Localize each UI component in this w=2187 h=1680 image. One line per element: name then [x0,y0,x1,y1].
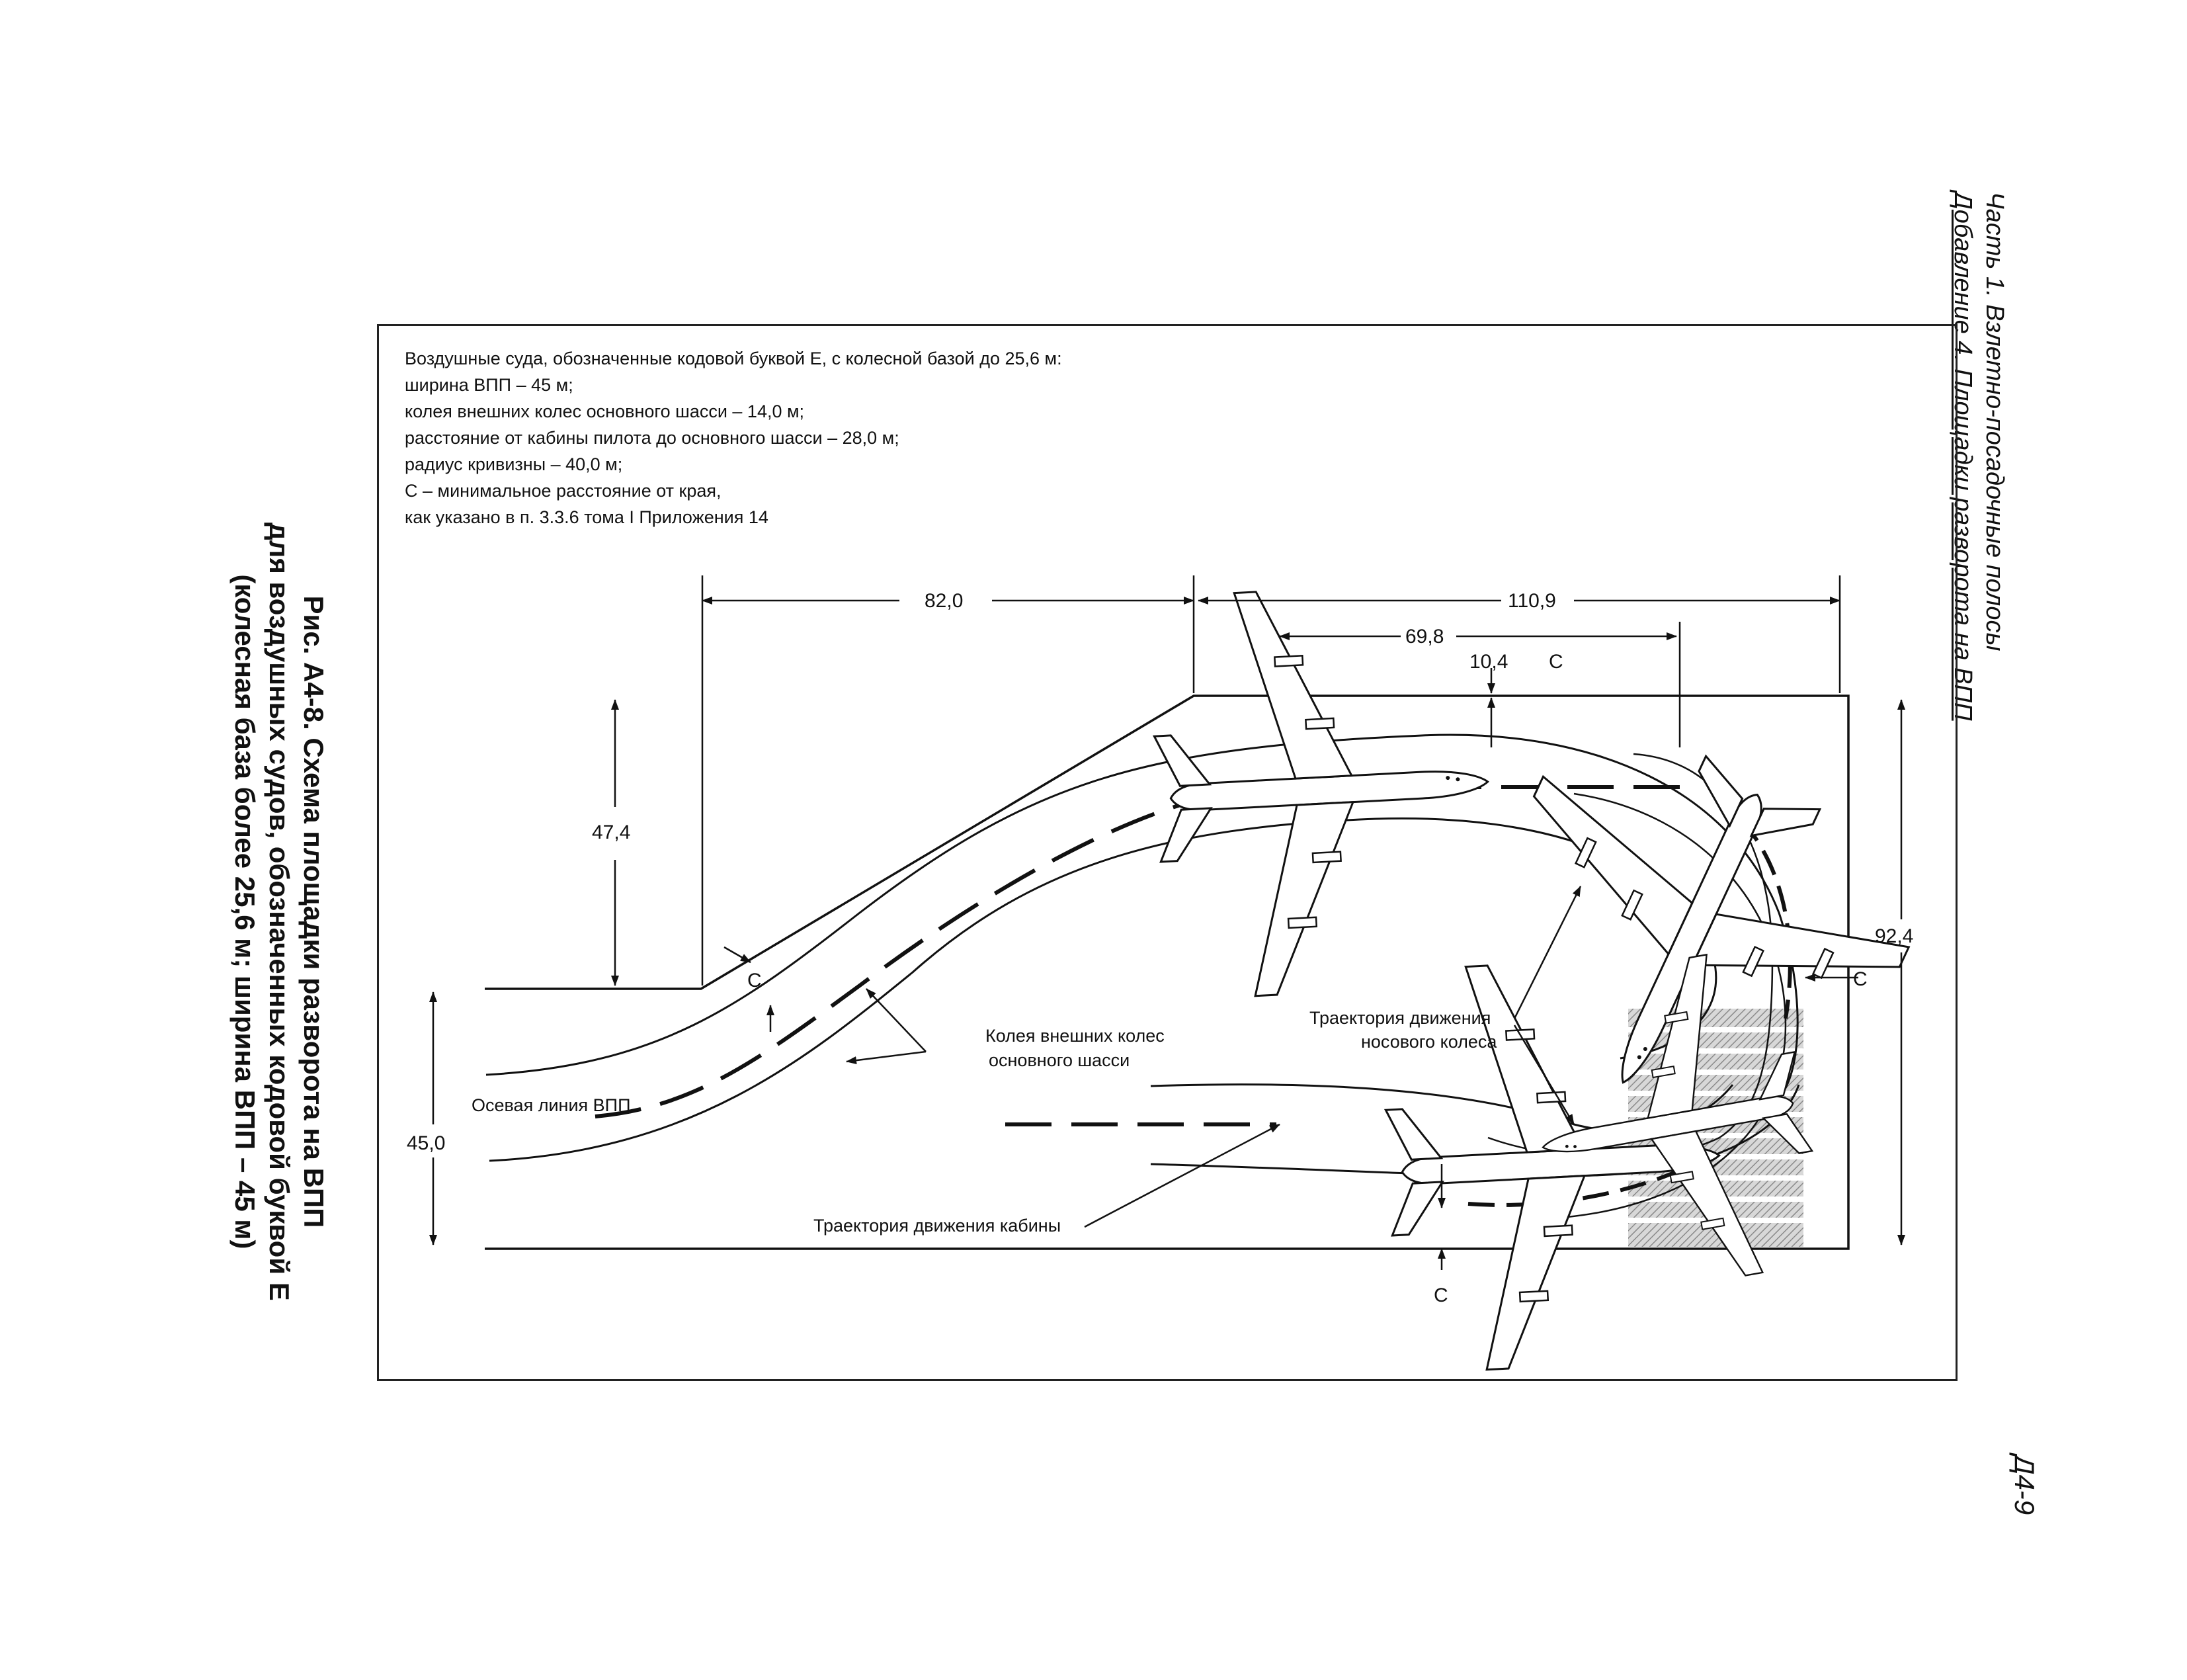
nose-arc-lower [1467,1162,1694,1207]
pavement-edges [485,694,1850,1250]
dimension-lines [429,575,1905,1270]
note-line: С – минимальное расстояние от края, [405,481,722,501]
label-centerline: Осевая линия ВПП [472,1095,630,1115]
note-line: ширина ВПП – 45 м; [405,375,573,395]
cockpit-loop [1567,792,1787,1218]
dim-47-4: 47,4 [592,821,630,843]
label-nose-path-1: Траектория движения [1309,1008,1491,1028]
label-gear-track-2: основного шасси [989,1050,1130,1070]
pavement-edge-north [485,694,1850,1250]
dim-69-8: 69,8 [1405,626,1444,648]
dim-c-bottom: C [1434,1284,1448,1306]
label-cockpit-path: Траектория движения кабины [813,1216,1061,1236]
note-line: как указано в п. 3.3.6 тома I Приложения… [405,507,768,527]
note-line: радиус кривизны – 40,0 м; [405,454,623,474]
dim-45-0: 45,0 [407,1132,445,1154]
figure-frame [377,324,1958,1381]
aircraft-1 [1145,579,1500,1002]
main-gear-tracks [485,734,1800,1178]
aircraft-notes: Воздушные суда, обозначенные кодовой бук… [405,345,1062,530]
centerline-entry [595,792,1224,1118]
dim-c-top: C [1549,651,1563,673]
label-nose-path-2: носового колеса [1361,1032,1497,1052]
dim-110-9: 110,9 [1508,590,1556,612]
dim-92-4: 92,4 [1875,925,1913,947]
note-line: Воздушные суда, обозначенные кодовой бук… [405,349,1062,368]
note-line: колея внешних колес основного шасси – 14… [405,401,805,421]
label-gear-track-1: Колея внешних колес [985,1026,1165,1046]
note-line: расстояние от кабины пилота до основного… [405,428,899,448]
dim-82: 82,0 [925,590,963,612]
dim-c-right: C [1853,968,1868,990]
dim-10-4: 10,4 [1469,651,1508,673]
dim-c-left: C [747,970,762,991]
cockpit-arc-dashed [1712,792,1792,1019]
